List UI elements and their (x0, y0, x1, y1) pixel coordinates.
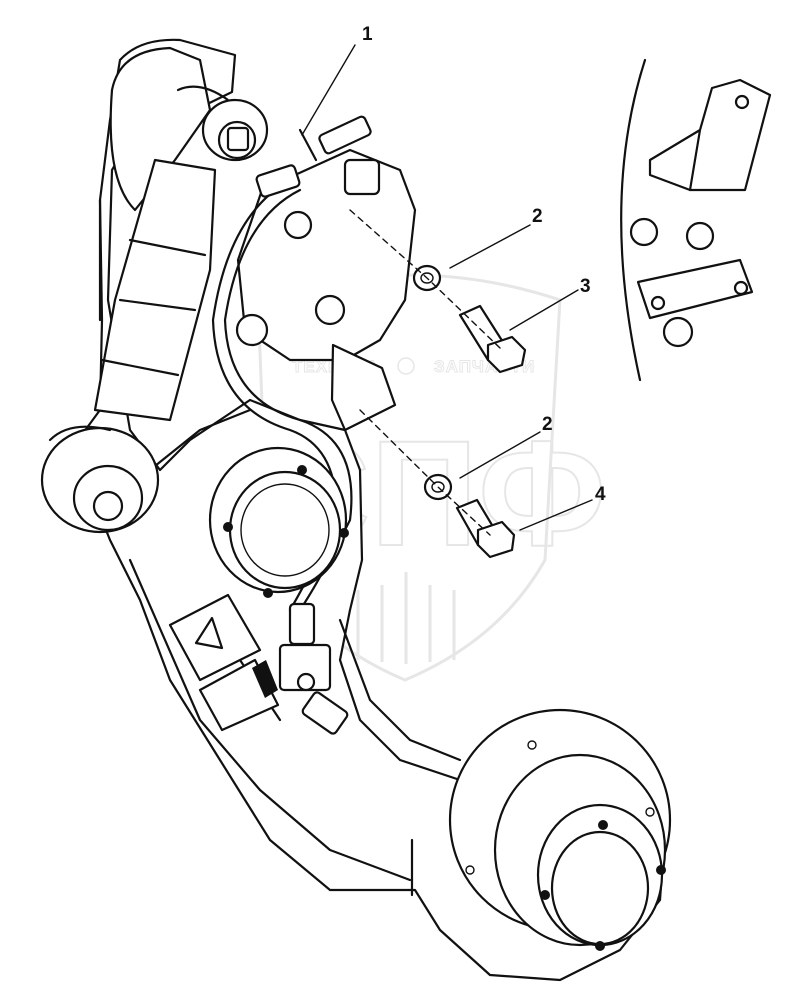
watermark-gear-icon (397, 357, 415, 375)
warning-label-plate (168, 593, 280, 732)
callout-label: 2 (532, 206, 543, 227)
watermark-wheat-icon (356, 572, 456, 664)
callout-label: 2 (542, 414, 553, 435)
inset-detail-view (620, 58, 772, 382)
callout-label: 3 (580, 276, 591, 297)
warning-triangle-icon (194, 616, 224, 650)
leader-lines (301, 44, 593, 531)
callout-label: 1 (362, 24, 373, 45)
lower-wheel-hub (448, 708, 672, 951)
hydraulic-cylinder (40, 46, 269, 534)
upper-hub-bearing (208, 446, 349, 598)
callout-label: 4 (595, 484, 606, 505)
